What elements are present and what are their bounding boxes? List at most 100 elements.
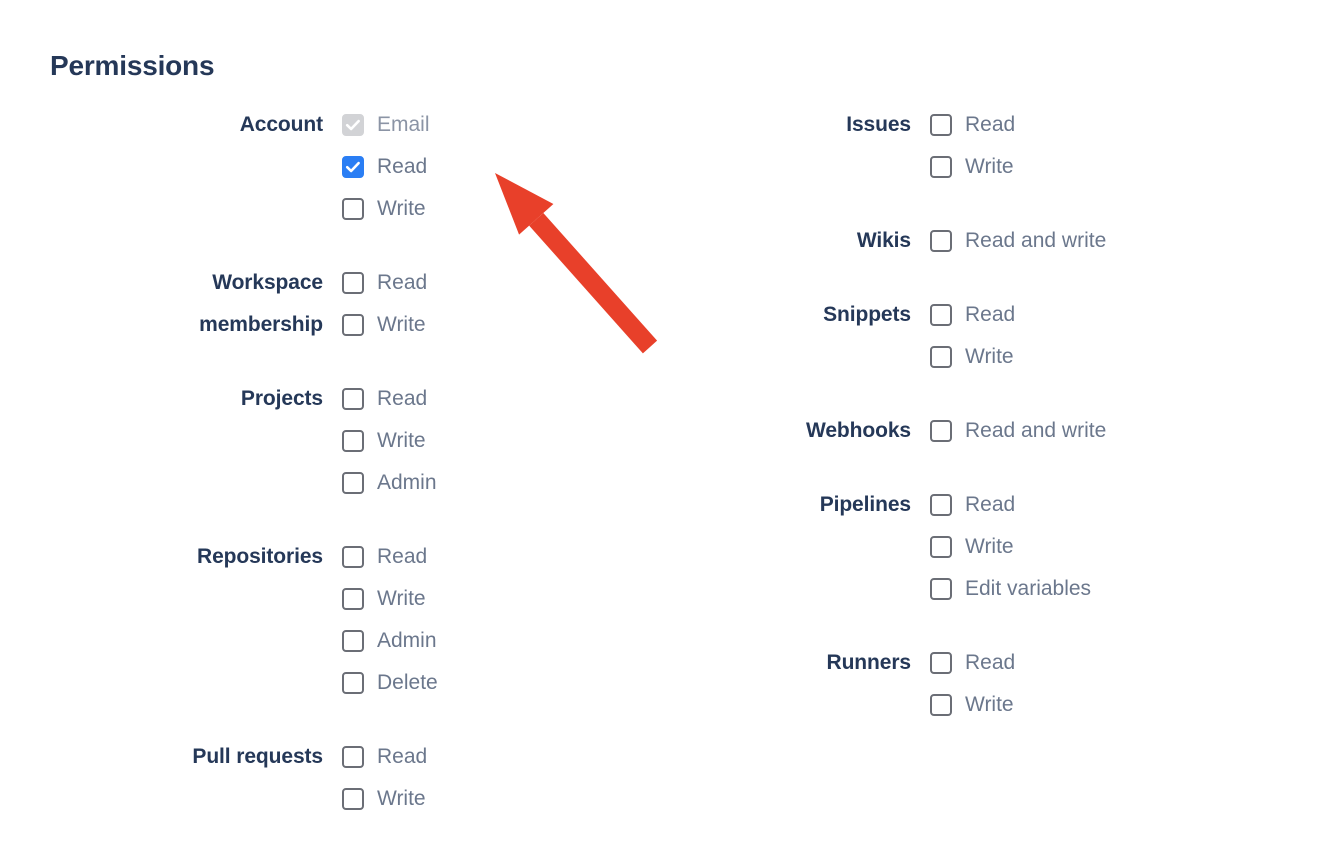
permission-option-label: Email [377,113,430,136]
permission-option-label: Write [377,587,426,610]
checkbox-checked[interactable] [342,156,364,178]
permission-group-label-line: Projects [240,387,323,410]
checkbox-unchecked[interactable] [342,430,364,452]
permission-option-row[interactable]: Email [342,104,430,146]
checkbox-unchecked[interactable] [342,314,364,336]
permission-option-label: Admin [377,629,437,652]
permission-option-row[interactable]: Read [342,736,427,778]
permission-option-row[interactable]: Edit variables [930,568,1091,610]
permission-option-label: Write [377,787,426,810]
permission-group-label-line: Pipelines [819,493,911,516]
permission-option-label: Write [377,429,426,452]
permission-group-label: Repositories [0,536,342,578]
permission-option-label: Read [965,303,1016,326]
checkbox-unchecked[interactable] [342,746,364,768]
permission-group-label: Projects [0,378,342,420]
permission-option-label: Read [377,545,428,568]
permission-option-row[interactable]: Write [342,188,430,230]
permission-option-row[interactable]: Admin [342,620,438,662]
checkbox-unchecked[interactable] [342,472,364,494]
permission-option-row[interactable]: Write [930,146,1015,188]
checkbox-unchecked[interactable] [342,788,364,810]
permission-option-row[interactable]: Write [930,336,1015,378]
permission-option-row[interactable]: Write [342,304,427,346]
permission-option-label: Admin [377,471,437,494]
checkbox-unchecked[interactable] [342,198,364,220]
checkbox-unchecked[interactable] [930,230,952,252]
permission-group-label: Pipelines [660,484,930,526]
permission-option-row[interactable]: Read [930,294,1015,336]
permission-option-row[interactable]: Read and write [930,410,1106,452]
permission-option-row[interactable]: Admin [342,462,437,504]
checkbox-unchecked[interactable] [930,156,952,178]
permission-group-label-line: Webhooks [806,419,911,442]
checkbox-unchecked[interactable] [930,652,952,674]
checkbox-unchecked[interactable] [930,578,952,600]
checkbox-unchecked[interactable] [930,536,952,558]
permission-group-label-line: Issues [846,113,911,136]
checkbox-unchecked[interactable] [930,346,952,368]
permission-group-label-line: membership [199,313,323,336]
permission-option-row[interactable]: Write [342,778,427,820]
permission-option-list: Read and write [930,220,1106,262]
permission-option-row[interactable]: Read [930,642,1015,684]
permission-option-label: Edit variables [965,577,1092,600]
permission-option-label: Read [377,387,428,410]
permission-option-row[interactable]: Read and write [930,220,1106,262]
permission-option-label: Write [377,197,426,220]
checkbox-unchecked[interactable] [342,388,364,410]
checkbox-unchecked[interactable] [930,114,952,136]
permission-option-row[interactable]: Write [930,684,1015,726]
permission-option-label: Read and write [965,229,1107,252]
checkbox-unchecked[interactable] [342,546,364,568]
permission-option-row[interactable]: Delete [342,662,438,704]
page-title: Permissions [50,50,215,81]
permission-group-label: Runners [660,642,930,684]
permission-group-label: Issues [660,104,930,146]
permission-group-label: Snippets [660,294,930,336]
permission-option-row[interactable]: Write [342,420,437,462]
permission-group-label-line: Account [239,113,323,136]
permission-option-row[interactable]: Write [930,526,1091,568]
permission-option-label: Read [965,493,1016,516]
permission-option-label: Read and write [965,419,1107,442]
permission-option-label: Read [965,113,1016,136]
checkbox-unchecked[interactable] [342,672,364,694]
permission-option-row[interactable]: Read [342,378,437,420]
permission-option-row[interactable]: Write [342,578,438,620]
permission-option-row[interactable]: Read [342,262,427,304]
checkbox-unchecked[interactable] [930,304,952,326]
checkbox-unchecked[interactable] [342,588,364,610]
permission-option-label: Write [965,155,1014,178]
permission-group-label-line: Repositories [197,545,323,568]
permission-option-row[interactable]: Read [342,146,430,188]
checkbox-unchecked[interactable] [342,630,364,652]
permission-group-label: Account [0,104,342,146]
permission-group-label: Webhooks [660,410,930,452]
permission-group-label-line: Runners [826,651,912,674]
permission-option-row[interactable]: Read [342,536,438,578]
permission-option-label: Read [377,155,428,178]
checkbox-unchecked[interactable] [930,494,952,516]
permission-option-list: Read and write [930,410,1106,452]
checkbox-unchecked[interactable] [342,272,364,294]
checkbox-unchecked[interactable] [930,694,952,716]
checkbox-unchecked[interactable] [930,420,952,442]
permission-option-row[interactable]: Read [930,484,1091,526]
permission-group-label-line: Workspace [212,271,323,294]
permission-group-label: Pull requests [0,736,342,778]
permission-option-row[interactable]: Read [930,104,1015,146]
